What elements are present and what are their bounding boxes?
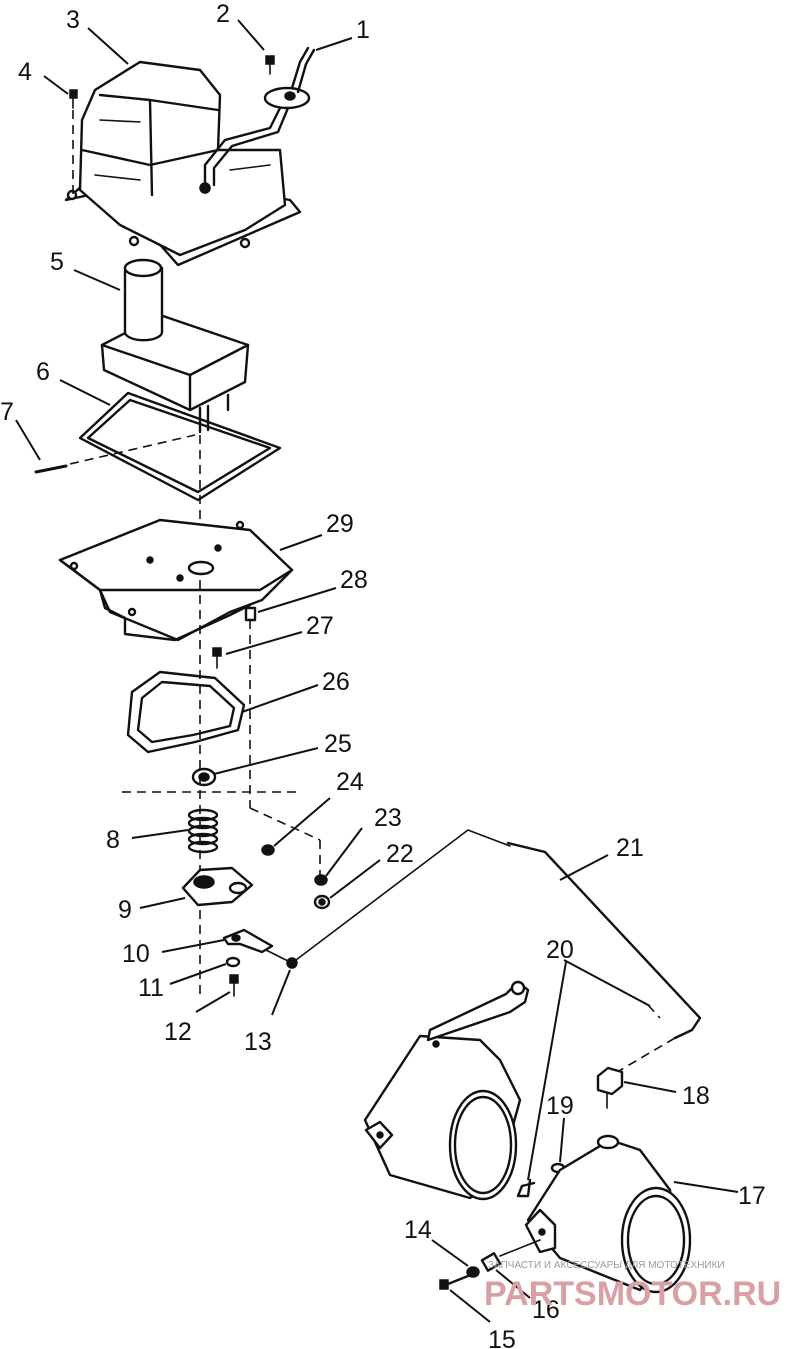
callout-13: 13 [244, 1028, 272, 1056]
callout-29: 29 [326, 510, 354, 538]
callout-14: 14 [404, 1216, 432, 1244]
part-15-screw [439, 1274, 470, 1290]
callout-4: 4 [18, 58, 32, 86]
callout-8: 8 [106, 826, 120, 854]
watermark-logo: PARTSMOTOR.RU [484, 1275, 781, 1313]
part-23-nut [314, 874, 328, 886]
callout-20: 20 [546, 936, 574, 964]
part-2-screw [265, 55, 275, 75]
part-3-cover [64, 60, 302, 267]
part-11-washer [225, 956, 241, 968]
part-18-fitting [596, 1066, 624, 1109]
part-8-spring [187, 808, 219, 854]
callout-27: 27 [306, 612, 334, 640]
callout-18: 18 [682, 1082, 710, 1110]
part-1-fitting [199, 46, 316, 194]
watermark-tagline: ЗАПЧАСТИ И АКСЕССУАРЫ ДЛЯ МОТОТЕХНИКИ [488, 1260, 725, 1271]
part-25-seal [191, 767, 217, 787]
part-20-pin [516, 1004, 661, 1198]
part-24-washer [261, 844, 275, 856]
callout-12: 12 [164, 1018, 192, 1046]
callout-9: 9 [118, 896, 132, 924]
part-28-bushing [244, 606, 257, 622]
callout-labels: 1 2 3 4 5 6 7 8 9 10 11 12 13 14 15 16 1… [0, 0, 766, 1349]
part-21-cable [295, 829, 702, 1076]
callout-15: 15 [488, 1326, 516, 1349]
part-4-screw [69, 89, 78, 195]
callout-22: 22 [386, 840, 414, 868]
leader-lines [15, 19, 739, 1323]
part-16-bushing [480, 1252, 502, 1272]
part-27-screw [212, 647, 222, 669]
part-17-throttle-body [524, 1134, 692, 1294]
callout-25: 25 [324, 730, 352, 758]
callout-21: 21 [616, 834, 644, 862]
part-22-nut [313, 894, 331, 910]
callout-24: 24 [336, 768, 364, 796]
callout-17: 17 [738, 1182, 766, 1210]
part-10-arm [222, 928, 274, 954]
callout-5: 5 [50, 248, 64, 276]
callout-1: 1 [356, 16, 370, 44]
part-5-motor [100, 258, 250, 434]
part-29-base-plate [58, 518, 294, 642]
callout-6: 6 [36, 358, 50, 386]
part-12-screw [229, 974, 239, 997]
throttle-body-upper [363, 980, 530, 1201]
part-9-pulley [181, 866, 254, 907]
callout-3: 3 [66, 6, 80, 34]
callout-2: 2 [216, 0, 230, 28]
callout-16: 16 [532, 1296, 560, 1324]
callout-19: 19 [546, 1092, 574, 1120]
callout-7: 7 [0, 398, 14, 426]
watermark: ЗАПЧАСТИ И АКСЕССУАРЫ ДЛЯ МОТОТЕХНИКИ PA… [484, 1260, 781, 1313]
callout-28: 28 [340, 566, 368, 594]
part-6-gasket [78, 391, 282, 502]
callout-10: 10 [122, 940, 150, 968]
part-26-gasket [126, 670, 246, 754]
part-14-washer [466, 1266, 480, 1278]
callout-11: 11 [138, 974, 164, 1002]
callout-26: 26 [322, 668, 350, 696]
callout-23: 23 [374, 804, 402, 832]
part-7-pin [34, 434, 196, 474]
